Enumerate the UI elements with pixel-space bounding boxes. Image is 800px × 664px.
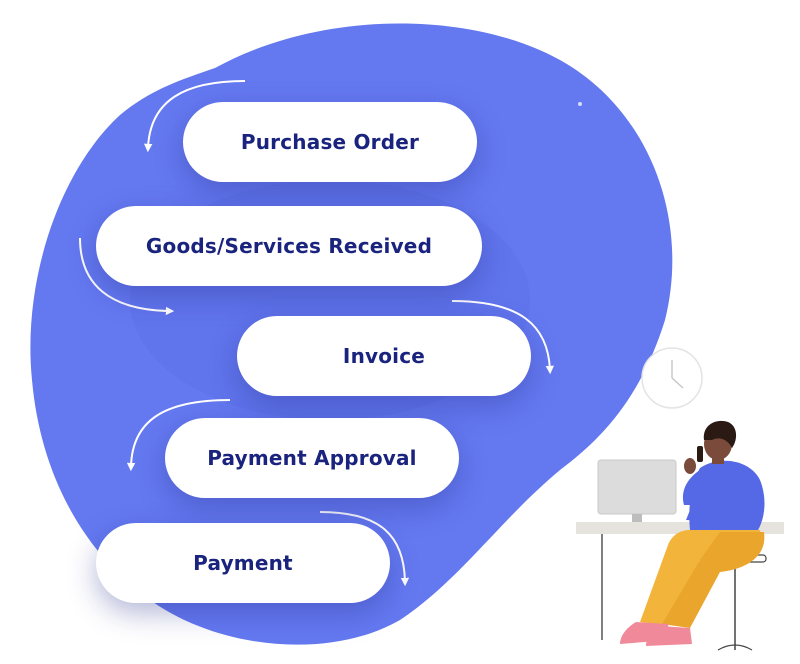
step-goods-services-received: Goods/Services Received (96, 206, 482, 286)
shoe (646, 626, 692, 646)
decor-dot (578, 102, 582, 106)
person-illustration (576, 420, 784, 651)
step-label: Invoice (342, 344, 426, 368)
step-payment: Payment (96, 523, 390, 603)
step-label: Purchase Order (240, 130, 420, 154)
step-label: Goods/Services Received (145, 234, 433, 258)
curved-arrow-icon (143, 80, 246, 153)
step-payment-approval: Payment Approval (165, 418, 459, 498)
curved-arrow-icon (79, 237, 175, 316)
step-invoice: Invoice (237, 316, 531, 396)
step-purchase-order: Purchase Order (183, 102, 477, 182)
curved-arrow-icon (126, 399, 231, 472)
monitor (598, 460, 676, 514)
curved-arrow-icon (451, 300, 555, 375)
step-label: Payment Approval (207, 446, 417, 470)
clock-icon (641, 347, 703, 409)
curved-arrow-icon (319, 511, 410, 587)
step-label: Payment (193, 551, 293, 575)
